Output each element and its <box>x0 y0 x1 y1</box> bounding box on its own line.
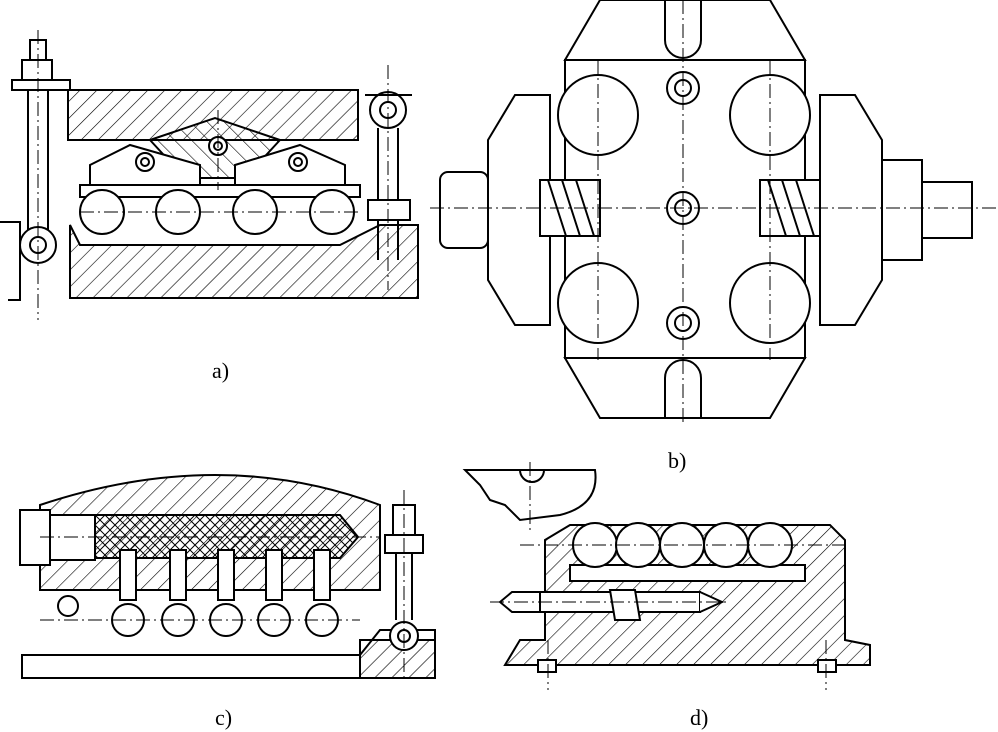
figure-a-multi-part-clamp <box>0 30 419 320</box>
plunger-group <box>119 549 331 601</box>
caption-d: d) <box>690 705 709 730</box>
nut-right <box>881 159 923 261</box>
side-clamp-right <box>819 94 883 326</box>
caption-c: c) <box>215 705 233 730</box>
figure-c-hydraulic-plastic-clamp <box>19 474 436 680</box>
caption-a: a) <box>212 358 230 383</box>
bottom-jaw <box>563 357 807 419</box>
thread-left <box>439 171 489 249</box>
side-clamp-left <box>487 94 551 326</box>
bolt-nut-left <box>21 59 53 81</box>
top-jaw <box>563 0 807 61</box>
figure-b-four-station-clamp <box>430 0 998 425</box>
figure-d-wedge-clamp-with-cutter <box>462 462 871 690</box>
base-block <box>69 224 419 299</box>
caption-b: b) <box>668 448 687 473</box>
